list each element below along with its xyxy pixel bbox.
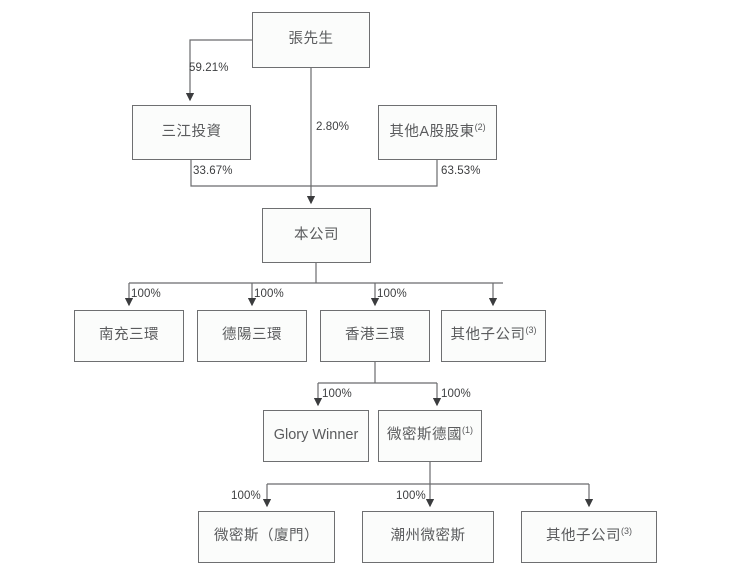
- edge-label-company-deyang: 100%: [254, 288, 284, 300]
- edge-label-sanjiang-company: 33.67%: [193, 165, 233, 177]
- edge-label-zhang-company: 2.80%: [316, 121, 350, 133]
- footnote-marker: (3): [621, 526, 632, 537]
- node-zhang-label: 張先生: [288, 31, 334, 48]
- footnote-marker: (2): [474, 121, 486, 132]
- node-sanjiang-investment-label: 三江投資: [161, 123, 222, 140]
- node-the-company[interactable]: 本公司: [262, 208, 371, 263]
- node-chaozhou-weimisi[interactable]: 潮州微密斯: [362, 511, 494, 563]
- node-the-company-label: 本公司: [294, 226, 339, 243]
- node-nanchong-sanhuan-label: 南充三環: [99, 327, 159, 344]
- node-glory-winner[interactable]: Glory Winner: [263, 410, 369, 462]
- footnote-marker: (3): [525, 325, 537, 336]
- edge-othershare-to-company: [311, 160, 438, 187]
- node-other-subsidiaries-lower[interactable]: 其他子公司(3): [521, 511, 657, 563]
- node-weimisi-xiamen[interactable]: 微密斯（廈門）: [198, 511, 335, 563]
- edge-sanjiang-to-company: [190, 160, 311, 187]
- footnote-marker: (1): [462, 425, 473, 436]
- node-weimisi-xiamen-label: 微密斯（廈門）: [214, 528, 319, 545]
- edge-label-weimiside-xiamen: 100%: [231, 490, 261, 502]
- node-chaozhou-weimisi-label: 潮州微密斯: [390, 528, 466, 545]
- node-hongkong-sanhuan-label: 香港三環: [345, 327, 405, 344]
- node-weimisi-germany[interactable]: 微密斯德國(1): [378, 410, 482, 462]
- node-other-subsidiaries-lower-label: 其他子公司: [546, 528, 621, 545]
- node-nanchong-sanhuan[interactable]: 南充三環: [74, 310, 184, 362]
- edge-label-weimiside-chaozhou: 100%: [396, 490, 426, 502]
- node-hongkong-sanhuan[interactable]: 香港三環: [320, 310, 430, 362]
- node-deyang-sanhuan[interactable]: 德陽三環: [197, 310, 307, 362]
- node-other-subsidiaries-upper-label: 其他子公司: [450, 327, 526, 344]
- edge-label-othershare-company: 63.53%: [441, 165, 481, 177]
- node-zhang[interactable]: 張先生: [252, 12, 370, 68]
- node-sanjiang-investment[interactable]: 三江投資: [132, 105, 251, 160]
- node-other-a-shareholders[interactable]: 其他A股股東(2): [378, 105, 497, 160]
- edge-label-zhang-sanjiang: 59.21%: [189, 62, 229, 74]
- node-deyang-sanhuan-label: 德陽三環: [222, 327, 282, 344]
- edge-zhang-to-sanjiang: [185, 39, 252, 102]
- edge-label-hongkong-glorywinner: 100%: [322, 388, 352, 400]
- node-glory-winner-label: Glory Winner: [273, 427, 359, 444]
- node-other-a-shareholders-label: 其他A股股東: [389, 123, 475, 140]
- edge-label-hongkong-weimiside: 100%: [441, 388, 471, 400]
- edge-label-company-nanchong: 100%: [131, 288, 161, 300]
- node-other-subsidiaries-upper[interactable]: 其他子公司(3): [441, 310, 546, 362]
- node-weimisi-germany-label: 微密斯德國: [387, 427, 462, 444]
- edge-label-company-hongkong: 100%: [377, 288, 407, 300]
